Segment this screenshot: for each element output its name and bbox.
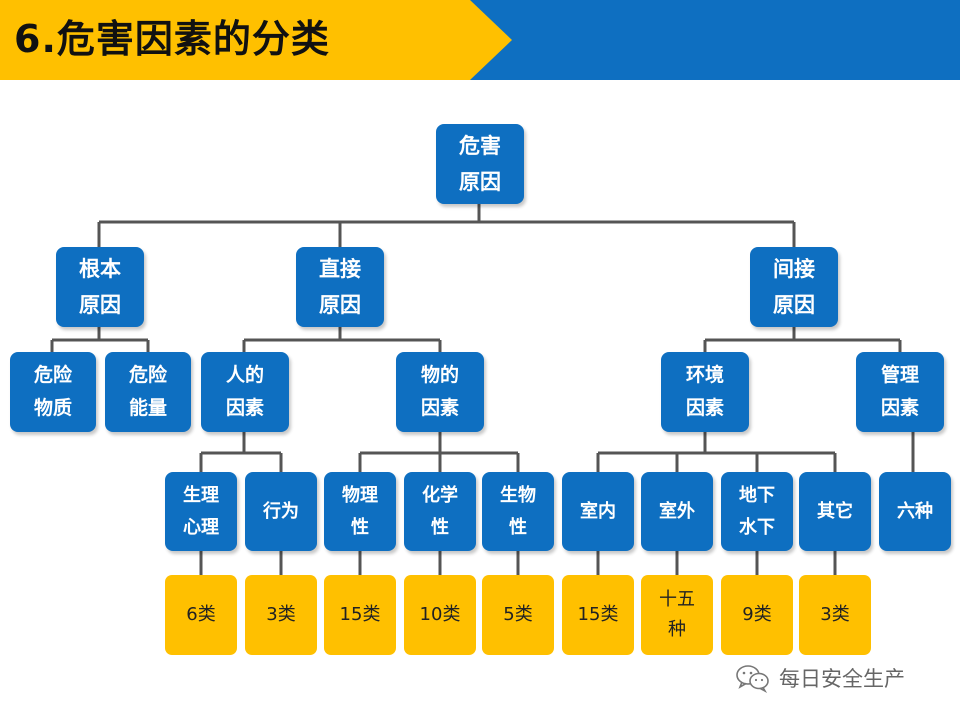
page-title: 6.危害因素的分类 xyxy=(14,17,330,61)
node-root-hazard-cause: 危害 原因 xyxy=(436,124,524,204)
node-other: 其它 xyxy=(799,472,871,551)
title-banner xyxy=(0,0,960,80)
count-underground-underwater: 9类 xyxy=(721,575,793,655)
count-indoor: 15类 xyxy=(562,575,634,655)
node-underground-underwater: 地下 水下 xyxy=(721,472,793,551)
node-fundamental-cause: 根本 原因 xyxy=(56,247,144,327)
node-human-factor: 人的 因素 xyxy=(201,352,289,432)
node-management-factor: 管理 因素 xyxy=(856,352,944,432)
node-physiological-psychological: 生理 心理 xyxy=(165,472,237,551)
wechat-icon xyxy=(736,665,769,693)
node-direct-cause: 直接 原因 xyxy=(296,247,384,327)
node-indirect-cause: 间接 原因 xyxy=(750,247,838,327)
banner-yellow-arrow xyxy=(0,0,512,80)
node-behavior: 行为 xyxy=(245,472,317,551)
node-chemical: 化学 性 xyxy=(404,472,476,551)
node-hazardous-substance: 危险 物质 xyxy=(10,352,96,432)
count-physical: 15类 xyxy=(324,575,396,655)
node-physical: 物理 性 xyxy=(324,472,396,551)
node-six-kinds: 六种 xyxy=(879,472,951,551)
count-behavior: 3类 xyxy=(245,575,317,655)
count-biological: 5类 xyxy=(482,575,554,655)
node-indoor: 室内 xyxy=(562,472,634,551)
node-outdoor: 室外 xyxy=(641,472,713,551)
count-chemical: 10类 xyxy=(404,575,476,655)
watermark-text: 每日安全生产 xyxy=(779,667,905,691)
node-material-factor: 物的 因素 xyxy=(396,352,484,432)
count-other: 3类 xyxy=(799,575,871,655)
count-outdoor: 十五 种 xyxy=(641,575,713,655)
node-environment-factor: 环境 因素 xyxy=(661,352,749,432)
node-biological: 生物 性 xyxy=(482,472,554,551)
watermark: 每日安全生产 xyxy=(735,660,905,696)
node-hazardous-energy: 危险 能量 xyxy=(105,352,191,432)
count-physiological-psychological: 6类 xyxy=(165,575,237,655)
